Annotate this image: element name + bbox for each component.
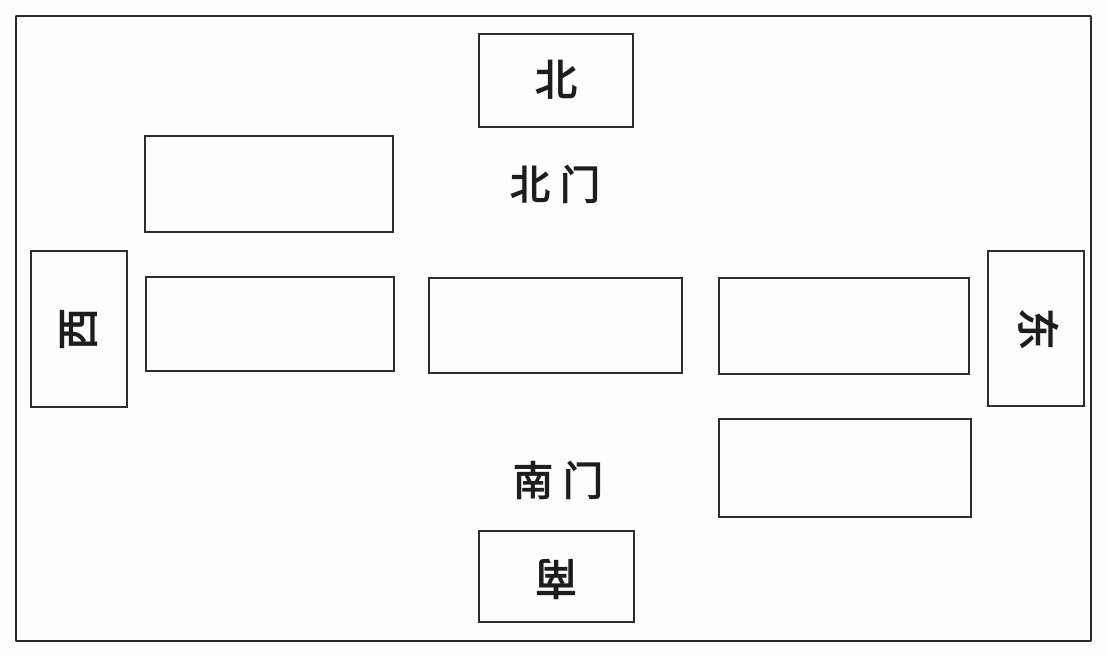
south-gate-label: 南门 bbox=[513, 460, 613, 504]
blank-box-middle-east bbox=[718, 277, 970, 375]
compass-box-west: 西 bbox=[30, 250, 128, 408]
blank-box-northwest bbox=[144, 135, 394, 233]
map-outer-border bbox=[15, 15, 1092, 642]
blank-box-southeast bbox=[718, 418, 972, 518]
compass-box-north: 北 bbox=[478, 33, 634, 128]
compass-box-south: 南 bbox=[478, 530, 635, 623]
compass-label-west: 西 bbox=[54, 307, 102, 351]
compass-label-north: 北 bbox=[534, 56, 577, 104]
compass-label-east: 东 bbox=[1012, 307, 1060, 350]
compass-label-south: 南 bbox=[535, 553, 578, 601]
blank-box-middle-center bbox=[428, 277, 683, 374]
blank-box-middle-west bbox=[145, 276, 395, 372]
compass-box-east: 东 bbox=[987, 250, 1085, 407]
north-gate-label: 北门 bbox=[510, 164, 610, 208]
